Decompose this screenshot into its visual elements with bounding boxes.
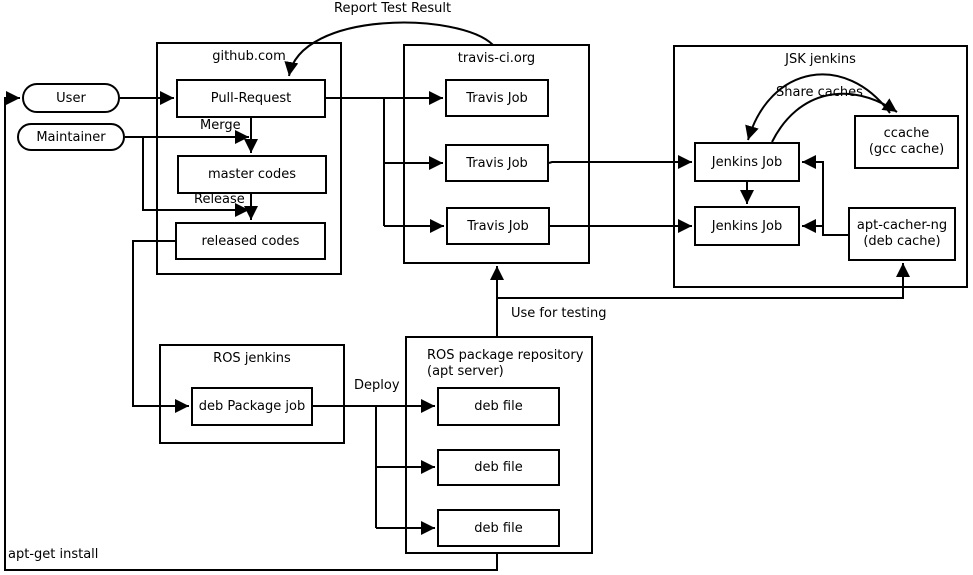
deb-file-2-node: deb file bbox=[437, 449, 560, 486]
travis-container: travis-ci.org bbox=[403, 44, 590, 264]
ros-repo-container-title: ROS package repository (apt server) bbox=[427, 348, 583, 380]
master-codes-node-label: master codes bbox=[207, 167, 297, 182]
ccache-label-line1: ccache bbox=[883, 126, 930, 141]
jenkins-job-1-node: Jenkins Job bbox=[694, 142, 800, 182]
ros-jenkins-container-title: ROS jenkins bbox=[213, 351, 291, 366]
user-node-label: User bbox=[56, 90, 86, 106]
merge-label: Merge bbox=[200, 118, 241, 133]
use-for-testing-label: Use for testing bbox=[511, 306, 607, 321]
jenkins-job-1-label: Jenkins Job bbox=[711, 154, 783, 170]
deb-file-2-label: deb file bbox=[474, 460, 523, 475]
user-node: User bbox=[22, 83, 120, 113]
travis-job-1-node: Travis Job bbox=[445, 79, 549, 117]
report-test-result-label: Report Test Result bbox=[334, 1, 452, 16]
share-caches-label: Share caches bbox=[776, 85, 863, 100]
deb-file-1-node: deb file bbox=[437, 387, 560, 426]
travis-job-2-label: Travis Job bbox=[466, 155, 528, 171]
travis-job-1-label: Travis Job bbox=[466, 90, 528, 106]
jsk-jenkins-container: JSK jenkins bbox=[673, 45, 968, 288]
maintainer-node-label: Maintainer bbox=[36, 129, 106, 145]
deb-file-3-label: deb file bbox=[474, 520, 523, 536]
ccache-node: ccache (gcc cache) bbox=[854, 115, 959, 169]
deb-file-3-node: deb file bbox=[437, 509, 560, 547]
maintainer-node: Maintainer bbox=[17, 123, 125, 151]
travis-job-3-node: Travis Job bbox=[446, 207, 550, 245]
released-codes-node: released codes bbox=[175, 222, 326, 260]
release-label: Release bbox=[194, 192, 245, 207]
pull-request-node-label: Pull-Request bbox=[210, 91, 292, 106]
master-codes-node: master codes bbox=[177, 155, 327, 194]
apt-cacher-label-line1: apt-cacher-ng bbox=[856, 218, 948, 233]
ros-repo-container: ROS package repository (apt server) bbox=[405, 336, 593, 554]
ros-repo-title-line1: ROS package repository bbox=[427, 348, 584, 363]
ccache-label-line2: (gcc cache) bbox=[868, 142, 945, 157]
deb-package-job-label: deb Package job bbox=[198, 399, 306, 414]
travis-container-title: travis-ci.org bbox=[457, 51, 536, 66]
deb-file-1-label: deb file bbox=[474, 399, 523, 414]
pull-request-node: Pull-Request bbox=[176, 79, 326, 118]
ros-repo-title-line2: (apt server) bbox=[427, 364, 504, 379]
apt-cacher-label-line2: (deb cache) bbox=[863, 234, 941, 249]
jenkins-job-2-node: Jenkins Job bbox=[694, 206, 800, 246]
travis-job-2-node: Travis Job bbox=[445, 144, 549, 182]
deb-package-job-node: deb Package job bbox=[191, 387, 313, 426]
ros-jenkins-container: ROS jenkins bbox=[159, 344, 345, 444]
jenkins-job-2-label: Jenkins Job bbox=[711, 218, 783, 234]
travis-job-3-label: Travis Job bbox=[467, 218, 529, 234]
github-container-title: github.com bbox=[212, 49, 286, 64]
github-container: github.com bbox=[156, 42, 342, 275]
deploy-label: Deploy bbox=[354, 378, 400, 393]
released-codes-node-label: released codes bbox=[201, 233, 300, 249]
apt-cacher-ng-node: apt-cacher-ng (deb cache) bbox=[848, 207, 956, 261]
jsk-jenkins-container-title: JSK jenkins bbox=[785, 52, 856, 67]
apt-get-install-label: apt-get install bbox=[8, 547, 99, 562]
